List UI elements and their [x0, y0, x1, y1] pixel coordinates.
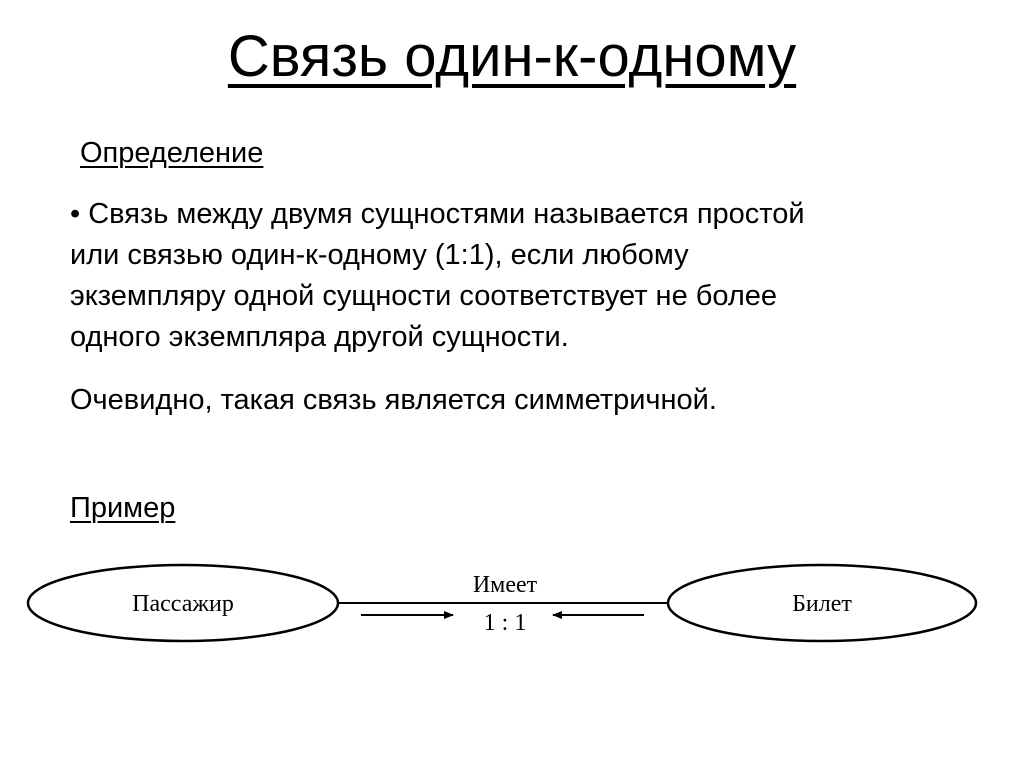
definition-text: • Связь между двумя сущностями называетс…: [70, 194, 970, 358]
er-diagram: Пассажир Билет Имеет 1 : 1: [26, 563, 978, 643]
definition-heading: Определение: [80, 137, 264, 169]
definition-line: • Связь между двумя сущностями называетс…: [70, 198, 805, 230]
cardinality-label: 1 : 1: [484, 610, 527, 636]
definition-line: одного экземпляра другой сущности.: [70, 321, 569, 353]
entity-ticket-label: Билет: [792, 591, 852, 617]
definition-line: или связью один-к-одному (1:1), если люб…: [70, 239, 689, 271]
symmetry-note: Очевидно, такая связь является симметрич…: [70, 384, 717, 416]
definition-line: экземпляру одной сущности соответствует …: [70, 280, 778, 312]
slide-title: Связь один-к-одному: [227, 24, 797, 89]
entity-passenger-label: Пассажир: [132, 591, 234, 617]
example-heading: Пример: [70, 492, 176, 524]
entity-ticket: Билет: [666, 563, 978, 643]
entity-passenger: Пассажир: [26, 563, 340, 643]
relationship-name: Имеет: [473, 572, 538, 598]
